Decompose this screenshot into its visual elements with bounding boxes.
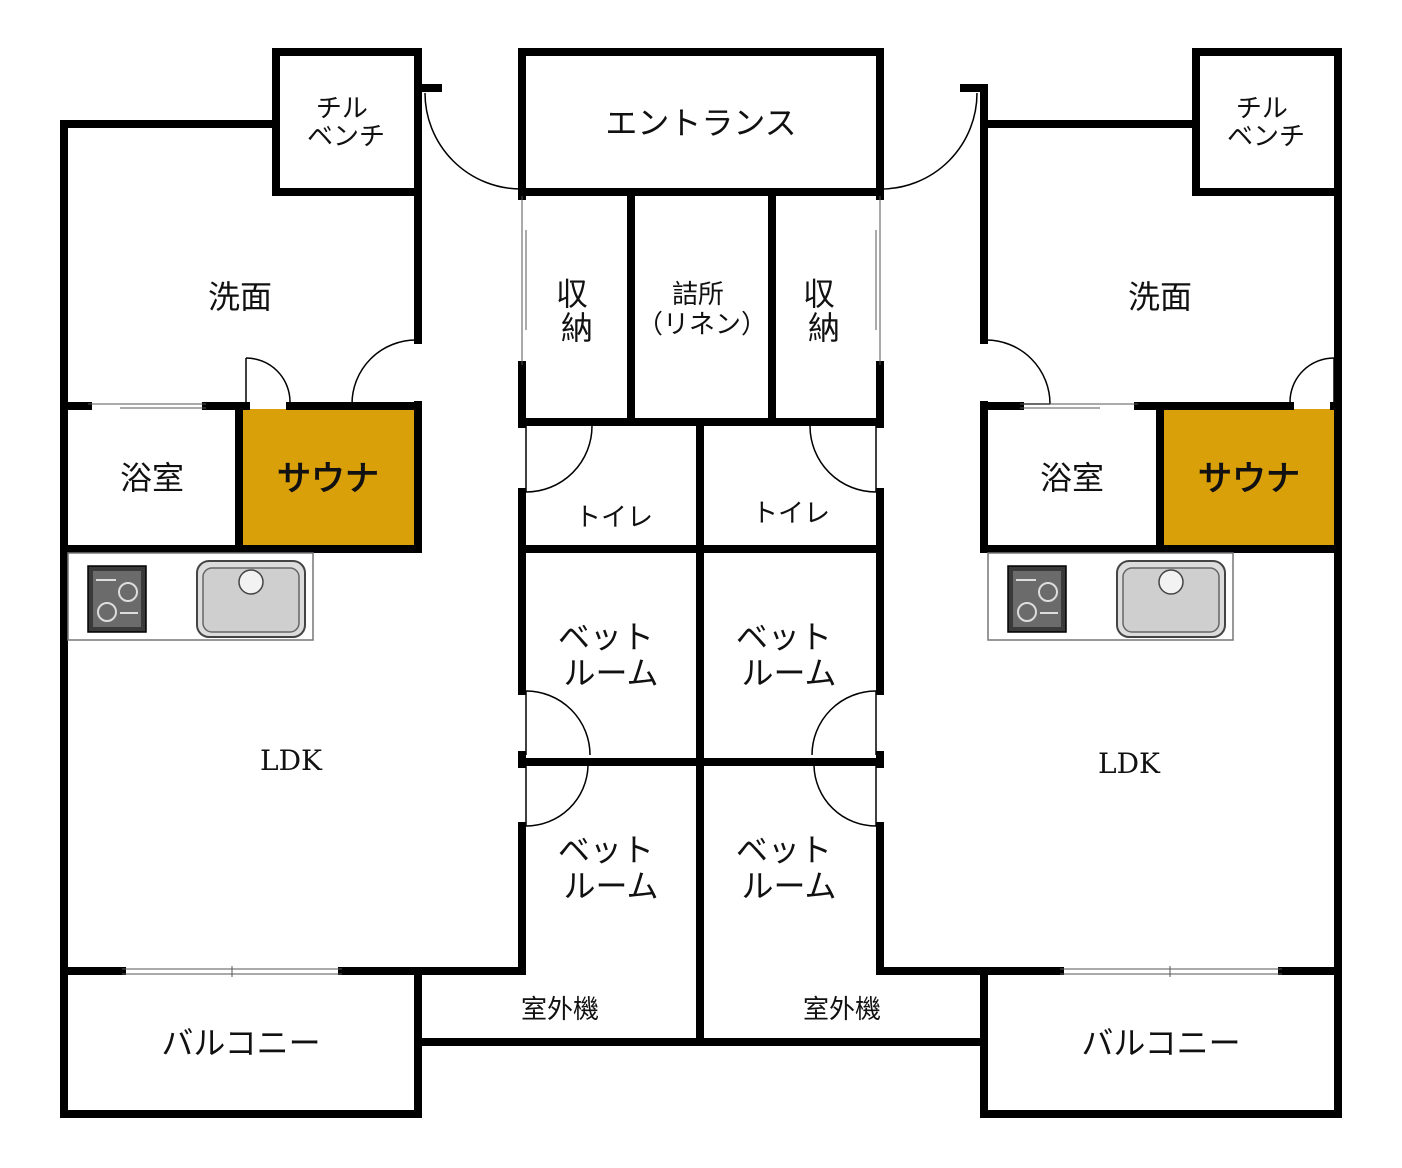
storage-right-label: 収 納 [803, 275, 845, 347]
doors [88, 92, 1335, 977]
kitchen-right [987, 552, 1234, 641]
bedroom-2-line1: ベット [736, 618, 832, 656]
storage-left-label: 収 納 [556, 275, 598, 347]
stove-icon [1007, 565, 1067, 633]
balcony-left-label: バルコニー [161, 1024, 320, 1062]
storage-left-char1: 収 [556, 275, 588, 313]
balcony-right-label: バルコニー [1081, 1024, 1240, 1062]
bedroom-4-line1: ベット [736, 831, 832, 869]
bathroom-right-label: 浴室 [1040, 459, 1104, 497]
stove-icon [87, 565, 147, 633]
bedroom-4-label: ベット ルーム [736, 831, 842, 905]
bedroom-1-line1: ベット [558, 618, 654, 656]
chill-bench-left-label: チル ベンチ [307, 94, 385, 152]
bedroom-1-line2: ルーム [563, 654, 658, 692]
washroom-right-label: 洗面 [1128, 278, 1192, 316]
sink-icon [196, 560, 306, 638]
chill-bench-left-line2: ベンチ [307, 122, 385, 152]
ldk-right-label: LDK [1098, 747, 1161, 780]
bedroom-2-line2: ルーム [741, 654, 836, 692]
chill-bench-left-line1: チル [316, 94, 368, 124]
bedroom-1-label: ベット ルーム [558, 618, 664, 692]
bedroom-3-line1: ベット [558, 831, 654, 869]
bathroom-left-label: 浴室 [120, 459, 184, 497]
right-unit-walls [876, 48, 1342, 1118]
storage-right-char1: 収 [803, 275, 835, 313]
left-unit-walls [60, 48, 526, 1118]
outdoor-unit-right-label: 室外機 [803, 995, 881, 1025]
storage-left-char2: 納 [561, 309, 593, 347]
sauna-right-label: サウナ [1198, 459, 1300, 499]
sauna-left-label: サウナ [277, 459, 379, 499]
storage-right-char2: 納 [808, 309, 840, 347]
chill-bench-right-line2: ベンチ [1227, 122, 1305, 152]
bedroom-2-label: ベット ルーム [736, 618, 842, 692]
toilet-left-label: トイレ [575, 503, 653, 533]
washroom-left-label: 洗面 [208, 278, 272, 316]
center-block-walls [414, 48, 988, 1046]
ldk-left-label: LDK [260, 744, 323, 777]
bedroom-3-label: ベット ルーム [558, 831, 664, 905]
bedroom-3-line2: ルーム [563, 867, 658, 905]
sauna-fill-right [1161, 409, 1336, 545]
chill-bench-right-line1: チル [1236, 94, 1288, 124]
bedroom-4-line2: ルーム [741, 867, 836, 905]
staff-room-label: 詰所 （リネン） [637, 280, 767, 340]
kitchen-left [67, 552, 314, 641]
sink-icon [1116, 560, 1226, 638]
staff-room-line2: （リネン） [637, 310, 767, 340]
entrance-label: エントランス [605, 104, 796, 142]
chill-bench-right-label: チル ベンチ [1227, 94, 1305, 152]
sauna-fill-left [241, 409, 415, 545]
staff-room-line1: 詰所 [672, 280, 724, 310]
outdoor-unit-left-label: 室外機 [521, 995, 599, 1025]
toilet-right-label: トイレ [752, 499, 830, 529]
